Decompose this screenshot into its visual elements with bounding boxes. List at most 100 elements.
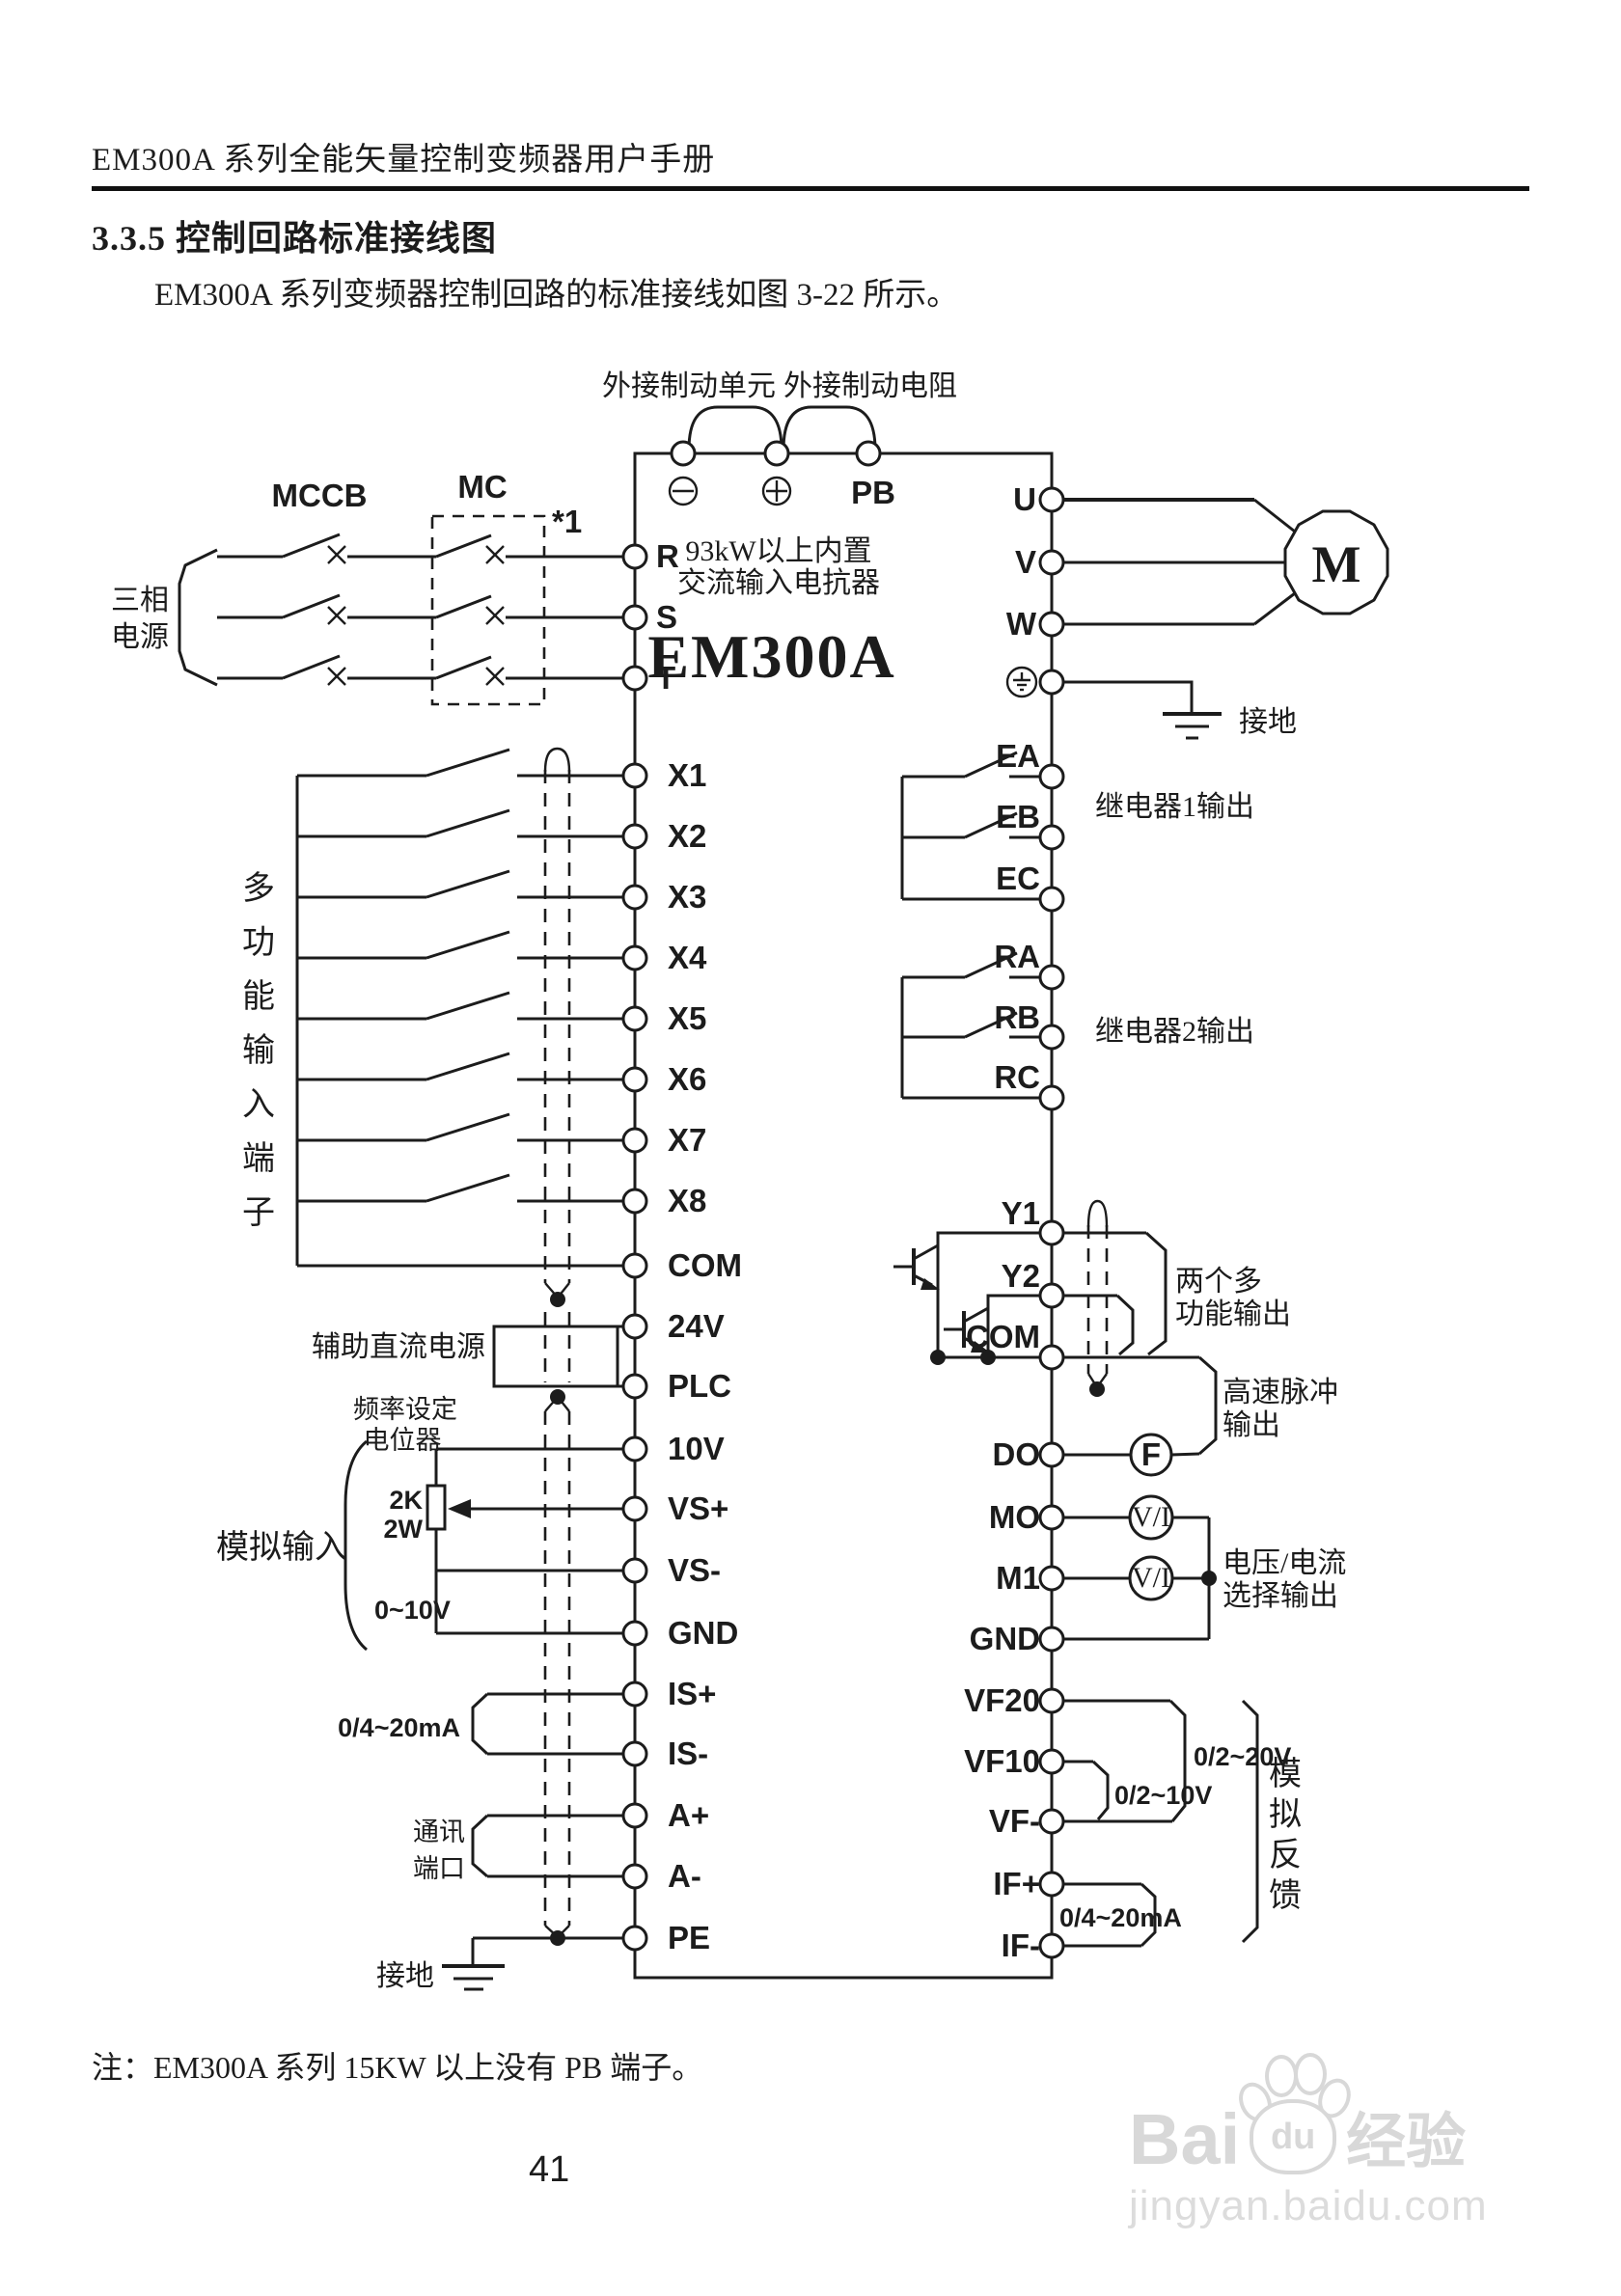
terminal-M1 (1038, 1565, 1065, 1592)
label-RB: RB (994, 999, 1040, 1035)
terminal-10V (621, 1435, 648, 1462)
terminal-Aminus (621, 1863, 648, 1890)
multi-out-label-2: 功能输出 (1175, 1298, 1291, 1330)
phase-line-r (217, 533, 623, 564)
label-S: S (656, 599, 677, 635)
label-X7: X7 (668, 1122, 706, 1158)
terminal-VF20 (1038, 1687, 1065, 1714)
label-X3: X3 (668, 879, 706, 915)
relay1-label: 继电器1输出 (1095, 791, 1254, 823)
label-DO: DO (993, 1436, 1041, 1472)
label-X6: X6 (668, 1061, 706, 1097)
svg-text:拟: 拟 (1269, 1796, 1302, 1833)
terminal-X5 (621, 1005, 648, 1032)
freq-set-label-1: 频率设定 (353, 1395, 457, 1424)
svg-text:馈: 馈 (1269, 1877, 1302, 1914)
range-0-2-20v: 0/2~20V (1194, 1742, 1291, 1771)
label-RA: RA (994, 939, 1040, 974)
vf10-bracket (1091, 1760, 1110, 1820)
aux-dc-label: 辅助直流电源 (312, 1331, 485, 1363)
header-divider (92, 186, 1529, 191)
potentiometer: 2K 2W (384, 1447, 623, 1635)
watermark-brand: Bai (1129, 2099, 1241, 2180)
baidu-paw-icon: du (1232, 2053, 1357, 2174)
multi-out-bracket-inner (1115, 1294, 1135, 1356)
label-VSminus: VS- (668, 1552, 721, 1588)
three-phase-label-1: 三相 (111, 585, 169, 616)
label-VF10: VF10 (964, 1743, 1040, 1779)
multi-input-label: 多 功 能 输 入 端 子 (242, 870, 275, 1231)
terminal-X1 (621, 762, 648, 789)
terminal-EA (1038, 763, 1065, 790)
pb-label: PB (851, 475, 895, 510)
terminal-W (1038, 611, 1065, 638)
phase-line-s (217, 593, 623, 625)
analog-shield-cable (543, 1312, 571, 1938)
label-EB: EB (996, 799, 1040, 834)
terminal-MO (1038, 1504, 1065, 1531)
input-switch-x1 (297, 748, 623, 778)
terminal-24V (621, 1313, 648, 1340)
label-M1: M1 (996, 1560, 1040, 1596)
aux-dc-box (492, 1325, 619, 1388)
left-lower-section: 辅助直流电源 频率设定 电位器 2K 2W (216, 1312, 623, 1992)
label-VFminus: VF- (989, 1803, 1040, 1839)
label-Aminus: A- (668, 1858, 701, 1894)
if-bracket (1140, 1882, 1157, 1948)
label-X4: X4 (668, 940, 707, 975)
power-input-section: MCCB MC *1 三相 电源 (111, 469, 679, 706)
comm-label-2: 端口 (413, 1854, 465, 1883)
terminal-ISminus (621, 1740, 648, 1767)
svg-text:输: 输 (242, 1032, 275, 1069)
relay1-section: EA EB EC 继电器1输出 (900, 738, 1254, 913)
terminal-dc-minus (670, 440, 697, 467)
relay2-section: RA RB RC 继电器2输出 (900, 939, 1254, 1111)
label-PE: PE (668, 1920, 710, 1955)
device-name: EM300A (647, 622, 895, 691)
earth-terminal-icon (1005, 666, 1038, 698)
range-0-4-20ma-right: 0/4~20mA (1059, 1903, 1182, 1932)
terminal-Y1 (1038, 1219, 1065, 1246)
pe-ground-group: 接地 (376, 1930, 623, 1992)
input-switch-x6 (297, 1052, 623, 1081)
terminal-RC (1038, 1084, 1065, 1111)
label-R: R (656, 538, 679, 574)
page-header-title: EM300A 系列全能矢量控制变频器用户手册 (92, 143, 716, 178)
terminal-VFminus (1038, 1808, 1065, 1835)
label-Y1: Y1 (1002, 1195, 1040, 1231)
vi-select-label-1: 电压/电流 (1223, 1547, 1346, 1579)
label-T: T (656, 660, 675, 696)
label-Aplus: A+ (668, 1797, 709, 1833)
vf20-bracket (1168, 1699, 1187, 1822)
terminal-VSplus (621, 1495, 648, 1522)
terminal-IFminus (1038, 1932, 1065, 1959)
output-shield-cable (1086, 1199, 1109, 1397)
ground-left-label: 接地 (376, 1960, 434, 1992)
dc-plus-icon (761, 476, 792, 506)
label-U: U (1013, 481, 1036, 517)
pulse-bracket (1198, 1355, 1218, 1456)
comm-port-group: 通讯 端口 (413, 1814, 623, 1883)
label-IFminus: IF- (1002, 1927, 1040, 1963)
watermark-url: jingyan.baidu.com (1129, 2182, 1488, 2229)
phase-line-t (217, 654, 623, 686)
analog-input-bracket (343, 1439, 368, 1652)
terminal-ISplus (621, 1681, 648, 1708)
svg-text:子: 子 (242, 1195, 275, 1231)
label-GND-left: GND (668, 1615, 738, 1651)
mc-label: MC (457, 469, 507, 505)
terminal-T (621, 665, 648, 692)
input-switch-x8 (297, 1173, 623, 1203)
pot-value-1: 2K (389, 1486, 423, 1515)
range-0-4-20ma-left: 0/4~20mA (338, 1713, 460, 1742)
terminal-X3 (621, 884, 648, 911)
reactor-note-line2: 交流输入电抗器 (677, 567, 880, 599)
terminal-RA (1038, 964, 1065, 991)
motor-circle (1283, 509, 1389, 615)
watermark-brand-cn: 经验 (1346, 2110, 1467, 2175)
input-switch-x2 (297, 808, 623, 838)
label-VSplus: VS+ (668, 1490, 728, 1526)
terminal-dc-plus (763, 440, 790, 467)
mccb-label: MCCB (272, 478, 368, 513)
brake-resistor-arc (782, 405, 877, 451)
